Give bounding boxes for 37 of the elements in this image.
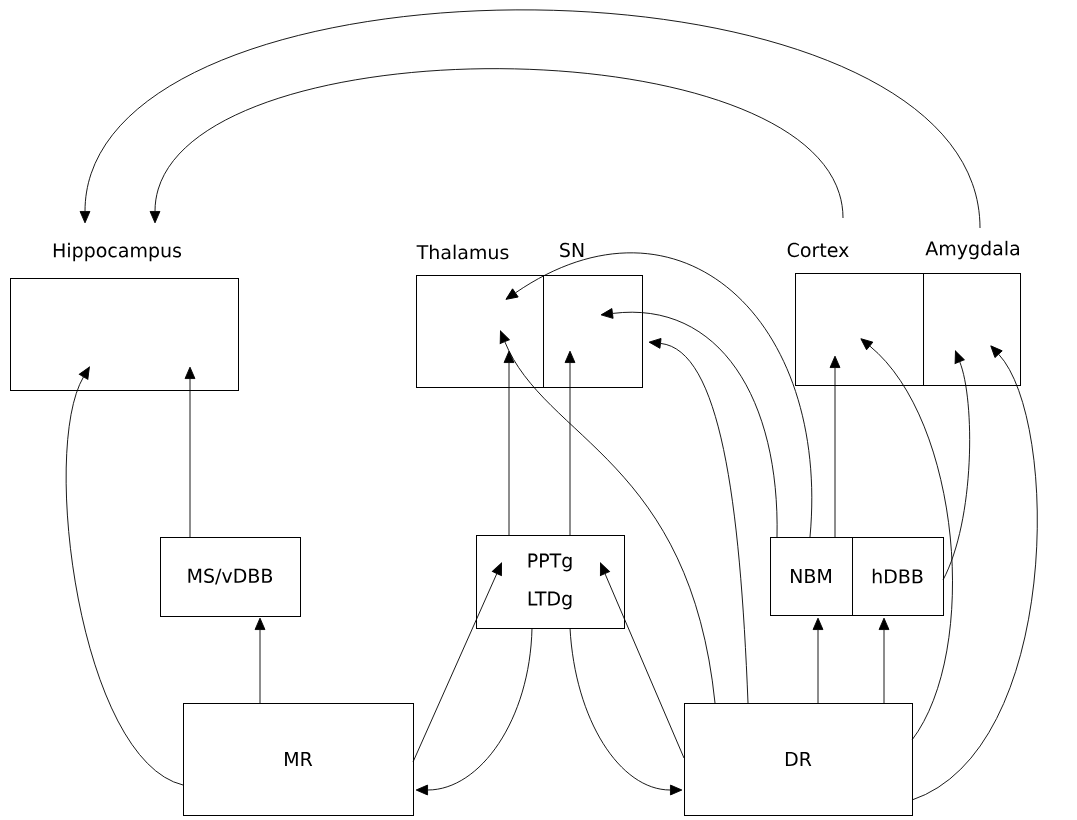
region-box: SN: [543, 242, 643, 388]
arrow: [942, 350, 971, 581]
arrow: [860, 338, 953, 741]
arrow: [878, 617, 890, 704]
arrow: [599, 562, 685, 759]
region-box: hDBB: [852, 537, 944, 616]
arrow: [648, 338, 749, 704]
region-box: Cortex: [787, 242, 924, 386]
arrow: [569, 627, 683, 796]
arrow: [812, 617, 824, 704]
node-label: SN: [560, 242, 584, 258]
region-box: PPTg LTDg: [476, 535, 625, 629]
arrow: [564, 350, 576, 536]
arrow: [503, 350, 515, 536]
arrow: [829, 355, 841, 538]
node-label: Hippocampus: [53, 242, 182, 262]
arrow: [254, 617, 266, 704]
region-box: MS/vDBB: [160, 537, 301, 617]
region-box: Thalamus: [416, 244, 544, 388]
region-box: DR: [684, 703, 913, 816]
arrow: [65, 366, 184, 786]
arrow: [911, 345, 1038, 801]
node-label: Thalamus: [416, 244, 509, 260]
region-box: Hippocampus: [10, 242, 239, 391]
arrow: [149, 68, 844, 224]
arrow: [600, 308, 778, 538]
arrow: [499, 330, 716, 704]
arrow: [415, 627, 533, 796]
node-label: Cortex: [787, 242, 849, 258]
arrow: [412, 562, 502, 763]
arrow: [505, 252, 812, 538]
arrow: [184, 366, 196, 538]
node-label: Amygdala: [925, 240, 1020, 260]
arrow: [79, 9, 981, 229]
region-box: MR: [183, 703, 414, 816]
region-box: Amygdala: [923, 240, 1021, 386]
region-box: NBM: [770, 537, 853, 616]
